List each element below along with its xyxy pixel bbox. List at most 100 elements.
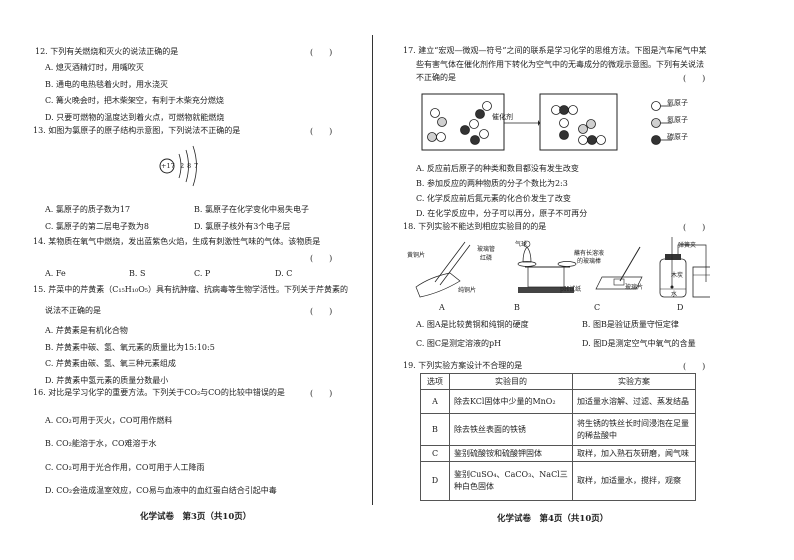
fig-d-part-water: 水 xyxy=(671,291,678,298)
q18-option-d: D. 图D是测定空气中氧气的含量 xyxy=(582,339,696,348)
q18-option-a: A. 图A是比较黄铜和纯铜的硬度 xyxy=(416,320,529,329)
fig-c-part-glass: 玻璃片 xyxy=(625,284,644,291)
q12-answer-paren: ( ) xyxy=(310,48,333,57)
q18-option-b: B. 图B是验证质量守恒定律 xyxy=(582,320,679,329)
q17-stem-line2: 些有害气体在催化剂作用下转化为空气中的无毒成分的微观示意图。下列有关说法 xyxy=(416,60,704,69)
q17-answer-paren: ( ) xyxy=(683,74,706,83)
atom-n xyxy=(437,117,447,127)
q15-option-d: D. 芹黄素中氢元素的质量分数最小 xyxy=(45,376,169,385)
atom-o xyxy=(568,105,578,115)
q12-option-c: C. 篝火晚会时，把木柴架空，有利于木柴充分燃烧 xyxy=(45,96,224,105)
atom-n xyxy=(578,124,588,134)
row-c-option: C xyxy=(420,445,450,462)
header-option: 选项 xyxy=(420,373,450,390)
row-b-option: B xyxy=(420,413,450,446)
q13-option-b: B. 氯原子在化学变化中易失电子 xyxy=(194,205,309,214)
shell-1: 2 xyxy=(180,162,185,170)
table-header-row: 选项 实验目的 实验方案 xyxy=(420,373,696,390)
q16-option-d: D. CO₂会造成温室效应，CO易与血液中的血红蛋白结合引起中毒 xyxy=(45,486,277,495)
atom-c xyxy=(559,105,569,115)
atom-c xyxy=(475,109,485,119)
fig-c-part-rod2: 的玻璃棒 xyxy=(577,258,602,265)
atom-o xyxy=(482,101,492,111)
atom-o xyxy=(436,132,446,142)
q12-option-d: D. 只要可燃物的温度达到着火点，可燃物就能燃烧 xyxy=(45,113,225,122)
header-plan: 实验方案 xyxy=(572,373,696,390)
q15-option-c: C. 芹黄素由碳、氢、氧三种元素组成 xyxy=(45,359,176,368)
q13-option-c: C. 氯原子的第二层电子数为8 xyxy=(45,222,150,231)
q15-stem-line2: 说法不正确的是 xyxy=(45,306,101,315)
table-row: C 鉴别硫酸铵和硫酸钾固体 取样，加入熟石灰研磨，闻气味 xyxy=(420,445,696,462)
fig-b-part-phosphorus: 红磷 xyxy=(480,255,493,262)
q15-option-b: B. 芹黄素中碳、氢、氧元素的质量比为15:10:5 xyxy=(45,343,215,352)
q16-option-c: C. CO₂可用于光合作用，CO可用于人工降雨 xyxy=(45,463,205,472)
shell-2: 8 xyxy=(187,162,192,170)
q14-option-c: C. P xyxy=(194,269,211,278)
atom-o xyxy=(578,135,588,145)
row-d-purpose: 鉴别CuSO₄、CaCO₃、NaCl三种白色固体 xyxy=(449,461,573,501)
fig-d-part-charcoal: 木炭 xyxy=(671,272,684,279)
table-row: A 除去KCl固体中少量的MnO₂ 加适量水溶解、过滤、蒸发结晶 xyxy=(420,389,696,414)
row-a-option: A xyxy=(420,389,450,414)
catalyst-label: 催化剂 xyxy=(492,113,513,121)
fig-c-part-rod1: 蘸有长溶液 xyxy=(574,250,605,257)
fig-c-part-ph-paper: pH试纸 xyxy=(560,286,582,293)
row-d-plan: 取样，加适量水，搅拌，观察 xyxy=(572,461,696,501)
q14-stem: 14. 某物质在氧气中燃烧，发出蓝紫色火焰，生成有刺激性气味的气体。该物质是 xyxy=(33,237,321,246)
fig-b-part-tube: 玻璃管 xyxy=(477,246,496,253)
fig-b-part-balloon: 气球 xyxy=(515,241,528,248)
q12-stem: 12. 下列有关燃烧和灭火的说法正确的是 xyxy=(35,47,179,56)
q17-option-c: C. 化学反应前后氮元素的化合价发生了改变 xyxy=(416,194,571,203)
nucleus-charge: +17 xyxy=(161,162,175,170)
fig-d-label: D xyxy=(677,303,684,312)
q17-stem-line3: 不正确的是 xyxy=(416,73,456,82)
row-a-purpose: 除去KCl固体中少量的MnO₂ xyxy=(449,389,573,414)
atom-o xyxy=(559,118,569,128)
fig-c-label: C xyxy=(594,303,601,312)
atom-n xyxy=(586,119,596,129)
legend-oxygen-atom xyxy=(651,101,661,111)
q12-option-a: A. 熄灭酒精灯时，用嘴吹灭 xyxy=(45,63,144,72)
q19-answer-paren: ( ) xyxy=(683,362,706,371)
atom-c xyxy=(470,135,480,145)
q17-option-a: A. 反应前后原子的种类和数目都没有发生改变 xyxy=(416,164,579,173)
q16-option-b: B. CO₂能溶于水，CO难溶于水 xyxy=(45,439,157,448)
legend-carbon: 碳原子 xyxy=(667,133,688,141)
legend-nitrogen-atom xyxy=(651,118,661,128)
q18-option-c: C. 图C是测定溶液的pH xyxy=(416,339,502,348)
row-c-plan: 取样，加入熟石灰研磨，闻气味 xyxy=(572,445,696,462)
q12-option-b: B. 通电的电热毯着火时，用水浇灭 xyxy=(45,80,168,89)
page-divider xyxy=(372,35,373,505)
left-page-footer: 化学试卷 第3页（共10页） xyxy=(140,512,252,522)
q17-option-b: B. 参加反应的两种物质的分子个数比为2:3 xyxy=(416,179,568,188)
atom-o xyxy=(479,129,489,139)
fig-b-label: B xyxy=(514,303,520,312)
q16-stem: 16. 对比是学习化学的重要方法。下列关于CO₂与CO的比较中错误的是 xyxy=(33,388,285,397)
q15-stem: 15. 芹菜中的芹黄素（C₁₅H₁₀O₅）具有抗肿瘤、抗病毒等生物学活性。下列关… xyxy=(33,285,348,294)
atom-c xyxy=(587,135,597,145)
fig-d-part-clamp: 弹簧夹 xyxy=(678,242,697,249)
legend-nitrogen: 氮原子 xyxy=(667,116,688,124)
fig-a-label: A xyxy=(439,303,445,312)
atom-o xyxy=(430,108,440,118)
atom-c xyxy=(559,130,569,140)
q13-option-d: D. 氯原子核外有3个电子层 xyxy=(194,222,291,231)
q16-answer-paren: ( ) xyxy=(310,389,333,398)
shell-3: 7 xyxy=(194,162,199,170)
row-b-purpose: 除去铁丝表面的铁锈 xyxy=(449,413,573,446)
atom-c xyxy=(460,125,470,135)
row-d-option: D xyxy=(420,461,450,501)
q14-option-d: D. C xyxy=(275,269,293,278)
table-row: D 鉴别CuSO₄、CaCO₃、NaCl三种白色固体 取样，加适量水，搅拌，观察 xyxy=(420,461,696,501)
q18-stem: 18. 下列实验不能达到相应实验目的的是 xyxy=(403,222,547,231)
q14-option-a: A. Fe xyxy=(45,269,66,278)
legend-carbon-atom xyxy=(651,135,661,145)
header-purpose: 实验目的 xyxy=(449,373,573,390)
q14-option-b: B. S xyxy=(129,269,146,278)
q17-stem-line1: 17. 建立“宏观—微观—符号”之间的联系是学习化学的思维方法。下图是汽车尾气中… xyxy=(403,46,707,55)
q15-answer-paren: ( ) xyxy=(310,307,333,316)
q16-option-a: A. CO₂可用于灭火，CO可用作燃料 xyxy=(45,416,173,425)
q14-answer-paren: ( ) xyxy=(310,254,333,263)
right-page-footer: 化学试卷 第4页（共10页） xyxy=(497,514,609,524)
fig-a-part-brass: 黄铜片 xyxy=(407,252,426,259)
